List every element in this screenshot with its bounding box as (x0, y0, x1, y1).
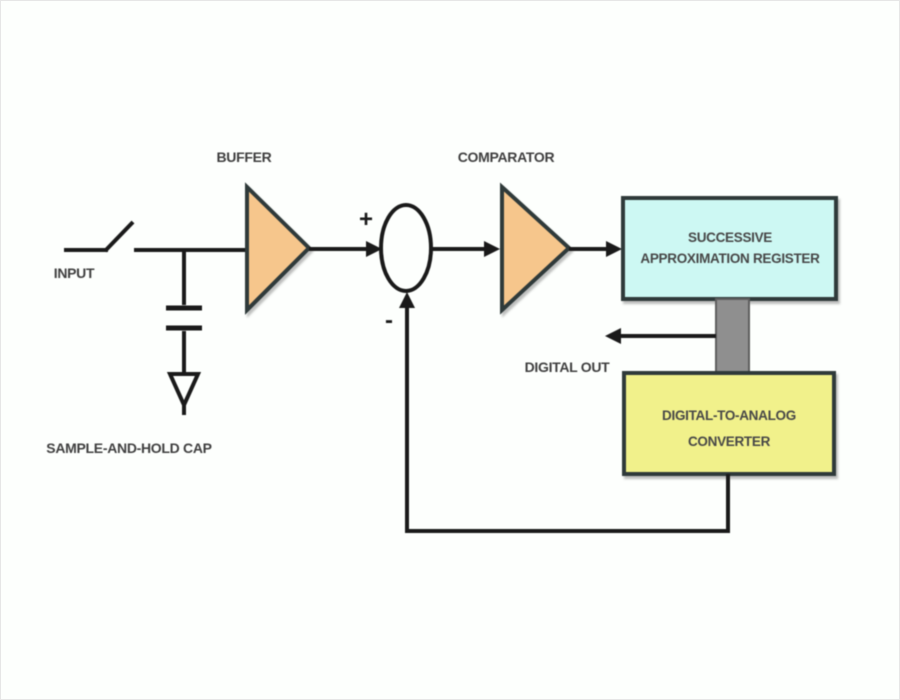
buffer-label: BUFFER (217, 149, 272, 165)
arrowhead-feedback-into-summer (399, 292, 415, 308)
switch-lever (103, 220, 135, 253)
ground-symbol (166, 372, 202, 410)
sar-label-line1: SUCCESSIVE (688, 230, 772, 245)
summing-junction (379, 203, 433, 293)
dac-block (622, 371, 836, 476)
feedback-path (405, 298, 730, 533)
plus-sign: + (359, 206, 373, 233)
comparator-label: COMPARATOR (458, 149, 555, 165)
input-label: INPUT (54, 265, 95, 281)
comparator-triangle (500, 182, 572, 315)
arrowhead-into-summer (366, 241, 382, 257)
sar-label-line2: APPROXIMATION REGISTER (640, 251, 820, 266)
dac-label-line1: DIGITAL-TO-ANALOG (662, 408, 796, 423)
digital-out-label: DIGITAL OUT (525, 359, 611, 375)
sample-hold-cap-label: SAMPLE-AND-HOLD CAP (46, 440, 211, 456)
arrowhead-digital-out (605, 328, 621, 344)
dac-label-line2: CONVERTER (688, 434, 771, 449)
sar-dac-bus-connector (715, 298, 750, 375)
arrowhead-into-sar (606, 241, 622, 257)
sar-register-block (621, 196, 838, 301)
arrowhead-into-comparator (484, 241, 500, 257)
buffer-amplifier-triangle (245, 182, 312, 315)
minus-sign: - (385, 307, 393, 334)
